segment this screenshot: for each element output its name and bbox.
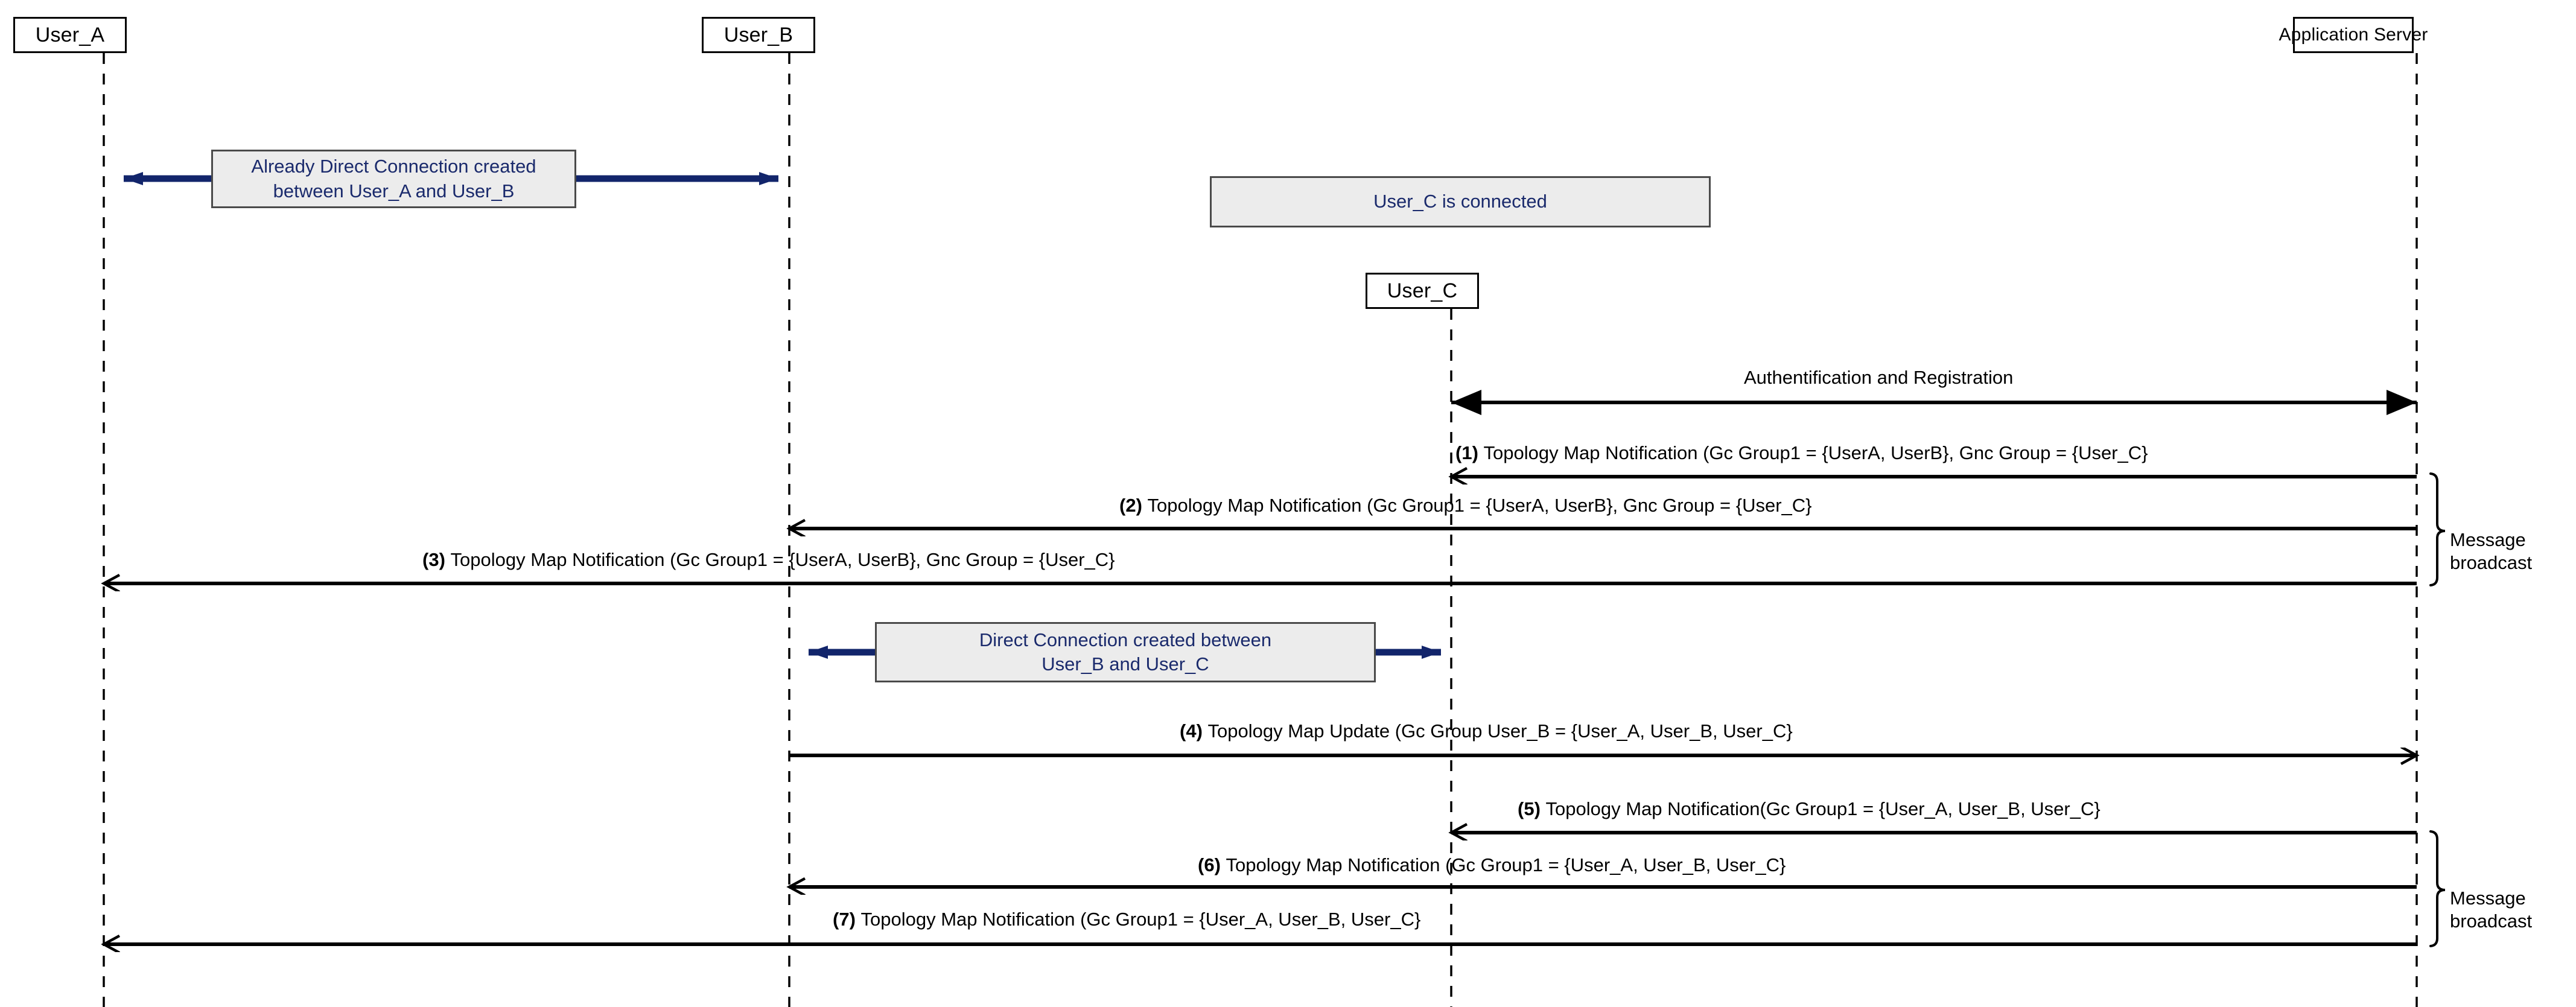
lifeline-label-user-c: User_C: [1387, 279, 1458, 302]
auth-arrowhead-left: [1451, 390, 1481, 415]
bracket-label-broadcast-1: Message broadcast: [2450, 506, 2532, 574]
message-number-6: (6): [1198, 854, 1226, 875]
note-already-direct-connection[interactable]: Already Direct Connection created betwee…: [211, 150, 576, 208]
message-number-5: (5): [1518, 798, 1546, 819]
bracket-text-broadcast-2: Message broadcast: [2450, 887, 2533, 932]
message-label-auth: Authentification and Registration: [1744, 368, 2013, 387]
message-text-7: Topology Map Notification (Gc Group1 = {…: [860, 909, 1421, 930]
message-text-3: Topology Map Notification (Gc Group1 = {…: [450, 549, 1115, 570]
note-text-already-direct-connection: Already Direct Connection created betwee…: [251, 156, 536, 202]
message-label-6: (6) Topology Map Notification (Gc Group1…: [1198, 856, 1786, 874]
lifeline-head-user-c[interactable]: User_C: [1366, 273, 1479, 309]
lifeline-head-app-server[interactable]: Application Server: [2279, 17, 2428, 53]
message-number-2: (2): [1119, 495, 1148, 516]
lifeline-label-app-server: Application Server: [2279, 25, 2428, 45]
message-text-6: Topology Map Notification (Gc Group1 = {…: [1226, 854, 1786, 875]
bracket-label-broadcast-2: Message broadcast: [2450, 864, 2532, 932]
broadcast-brackets: [2429, 472, 2446, 947]
message-label-4: (4) Topology Map Update (Gc Group User_B…: [1180, 722, 1793, 740]
bracket-broadcast-1: [2429, 472, 2446, 586]
message-label-3: (3) Topology Map Notification (Gc Group1…: [422, 550, 1115, 569]
message-text-4: Topology Map Update (Gc Group User_B = {…: [1207, 720, 1793, 742]
message-text-auth: Authentification and Registration: [1744, 367, 2014, 388]
message-label-7: (7) Topology Map Notification (Gc Group1…: [833, 910, 1420, 929]
message-label-2: (2) Topology Map Notification (Gc Group1…: [1119, 496, 1812, 515]
message-number-7: (7): [833, 909, 861, 930]
bracket-text-broadcast-1: Message broadcast: [2450, 529, 2533, 573]
message-label-1: (1) Topology Map Notification (Gc Group1…: [1455, 443, 2148, 462]
auth-arrowhead-right: [2387, 390, 2417, 415]
message-text-1: Topology Map Notification (Gc Group1 = {…: [1483, 442, 2148, 463]
message-number-3: (3): [422, 549, 451, 570]
note-text-direct-connection-b-c: Direct Connection created between User_B…: [979, 629, 1272, 675]
note-direct-connection-b-c[interactable]: Direct Connection created between User_B…: [875, 622, 1376, 682]
lifeline-head-user-b[interactable]: User_B: [702, 17, 815, 53]
note-text-user-c-connected: User_C is connected: [1373, 191, 1547, 212]
message-text-2: Topology Map Notification (Gc Group1 = {…: [1147, 495, 1812, 516]
navy-note-arrows: [124, 172, 1441, 659]
auth-message-arrow: [1451, 390, 2417, 415]
message-number-1: (1): [1455, 442, 1484, 463]
note-user-c-connected[interactable]: User_C is connected: [1210, 176, 1711, 227]
message-text-5: Topology Map Notification(Gc Group1 = {U…: [1545, 798, 2101, 819]
lifeline-head-user-a[interactable]: User_A: [13, 17, 127, 53]
bracket-broadcast-2: [2429, 830, 2446, 947]
lifeline-label-user-a: User_A: [35, 23, 105, 46]
message-number-4: (4): [1180, 720, 1208, 742]
message-label-5: (5) Topology Map Notification(Gc Group1 …: [1518, 799, 2101, 818]
lifeline-label-user-b: User_B: [724, 23, 793, 46]
